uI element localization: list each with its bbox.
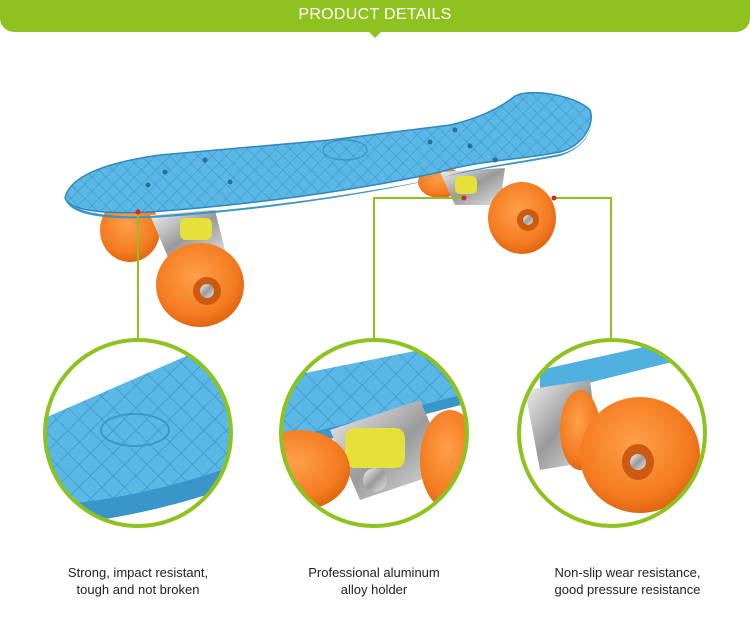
skateboard-image <box>64 91 592 327</box>
banner-notch <box>369 32 381 38</box>
callout-dot-deck <box>135 209 141 215</box>
detail-circle-wheel <box>517 338 707 528</box>
feature-caption-line: alloy holder <box>340 582 408 597</box>
callout-lines <box>137 197 612 340</box>
feature-caption-line: Professional aluminum <box>308 565 440 580</box>
feature-caption-truck: Professional aluminum alloy holder <box>274 564 474 598</box>
feature-caption-line: Non-slip wear resistance, <box>554 565 701 580</box>
feature-caption-line: good pressure resistance <box>554 582 701 597</box>
feature-caption-deck: Strong, impact resistant, tough and not … <box>38 564 238 598</box>
detail-circle-deck <box>43 338 233 528</box>
callout-dot-wheel <box>551 195 557 201</box>
detail-circle-truck <box>279 338 469 528</box>
callout-dot-truck <box>461 195 467 201</box>
header-banner: PRODUCT DETAILS <box>0 0 750 32</box>
feature-caption-line: tough and not broken <box>76 582 200 597</box>
feature-caption-wheel: Non-slip wear resistance, good pressure … <box>520 564 735 598</box>
feature-caption-line: Strong, impact resistant, <box>67 565 209 580</box>
page-title: PRODUCT DETAILS <box>298 6 452 23</box>
